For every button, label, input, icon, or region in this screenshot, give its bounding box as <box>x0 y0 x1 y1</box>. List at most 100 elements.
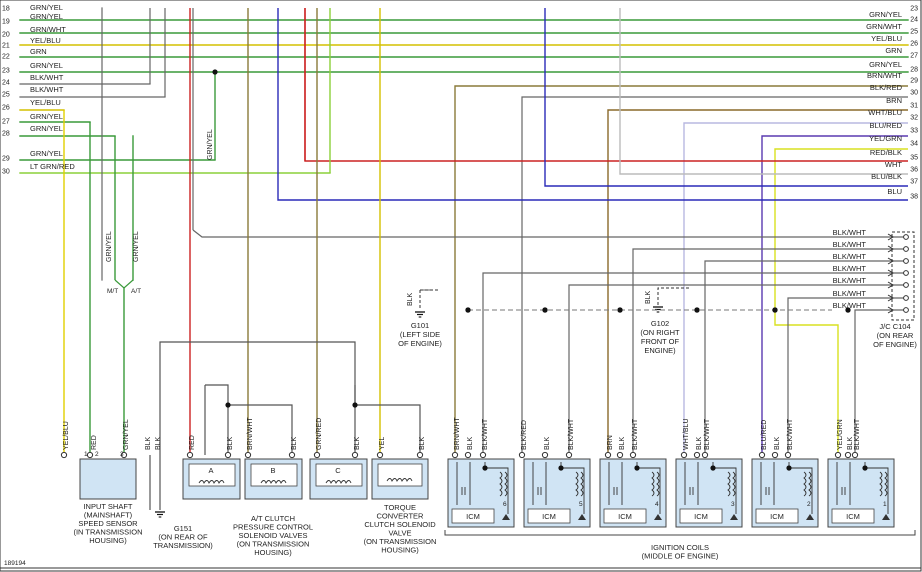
left-pin-number: 26 <box>2 105 10 112</box>
tcc-caption: CONVERTER <box>377 512 425 521</box>
coil-circuit <box>864 462 889 514</box>
right-pin-number: 33 <box>910 128 918 135</box>
coil-wire-label: BLK <box>847 436 854 450</box>
valves-caption: (ON TRANSMISSION <box>237 540 310 549</box>
left-wire-label: BLK/WHT <box>30 73 64 82</box>
left-wire-label: GRN/YEL <box>30 124 63 133</box>
right-pin-number: 38 <box>910 194 918 201</box>
sensor-pin-number: 1 <box>84 451 88 458</box>
wire-yel-grn <box>774 148 908 455</box>
wire-blk-wht-coil <box>854 309 908 455</box>
jc-wire-label: BLK/WHT <box>833 276 867 285</box>
left-pin-number: 20 <box>2 32 10 39</box>
coil-winding <box>732 471 736 497</box>
left-pin-number: 21 <box>2 43 10 50</box>
coil-4-pin <box>784 451 792 459</box>
wire-blk-red <box>521 96 908 455</box>
jc-caption: J/C C104 <box>879 322 910 331</box>
valve_b-letter: B <box>270 466 275 475</box>
coil-wire-label: BRN/WHT <box>454 417 461 450</box>
sensor-wire-label: YEL/BLU <box>63 421 70 450</box>
jc-terminal <box>887 294 894 302</box>
coil-wire-label: BLK <box>544 436 551 450</box>
jc-connector-body <box>891 231 915 321</box>
coil-wire-label: BLK/WHT <box>787 418 794 450</box>
mt-label: M/T <box>107 288 118 295</box>
coil-node <box>710 465 716 471</box>
coil-1-pin <box>518 451 526 459</box>
g151-caption: G151 <box>174 524 192 533</box>
coil-winding <box>499 471 503 497</box>
speed-sensor-caption: INPUT SHAFT <box>83 502 132 511</box>
right-wire-label: GRN/YEL <box>869 60 902 69</box>
right-wire-label: BLU/BLK <box>871 172 902 181</box>
tcc-pin <box>416 451 424 459</box>
coil-winding <box>580 471 584 497</box>
right-pin-number: 28 <box>910 67 918 74</box>
coil-circuit <box>484 462 509 514</box>
wire-blu-red <box>761 135 908 455</box>
speed-sensor-caption: SPEED SENSOR <box>78 519 138 528</box>
coils-caption: IGNITION COILS <box>651 543 709 552</box>
sensor-pin-number: 3 <box>120 451 124 458</box>
coil-wire-label: BLK/WHT <box>568 418 575 450</box>
sensor-pin-number: 2 <box>95 451 99 458</box>
left-wire-label: GRN/YEL <box>30 3 63 12</box>
tcc-caption: HOUSING) <box>381 546 419 555</box>
speed-sensor-caption: (MAINSHAFT) <box>84 511 133 520</box>
valves-caption: A/T CLUTCH <box>251 514 295 523</box>
valve_c-pin <box>313 451 321 459</box>
tcc-caption: (ON TRANSMISSION <box>364 537 437 546</box>
right-wire-label: BLU <box>887 187 902 196</box>
jc-wire-label: BLK/WHT <box>833 264 867 273</box>
splice-dot-valves <box>225 402 231 408</box>
left-wire-label: GRN/YEL <box>30 61 63 70</box>
right-wire-label: BRN <box>886 96 902 105</box>
coil-4-icm: ICM <box>770 512 784 521</box>
right-pin-number: 36 <box>910 167 918 174</box>
coils-bracket <box>444 530 916 536</box>
g101-caption: G101 <box>411 321 429 330</box>
right-pin-number: 24 <box>910 17 918 24</box>
coil-wire-label: BLK/WHT <box>704 418 711 450</box>
tcc-wire-label: BLK <box>419 436 426 450</box>
valve_a-pin <box>224 451 232 459</box>
at-label: A/T <box>131 288 141 295</box>
left-wire-label: GRN <box>30 47 47 56</box>
right-wire-label: YEL/BLU <box>871 34 902 43</box>
coil-diode <box>882 514 890 520</box>
coil-node <box>862 465 868 471</box>
wire-blk-wht-coil <box>704 260 908 455</box>
coil-5-pin <box>844 451 852 459</box>
coil-wire-label: BLK <box>467 436 474 450</box>
left-pin-number: 28 <box>2 131 10 138</box>
coil-4-pin <box>771 451 779 459</box>
valve_a-pin <box>186 451 194 459</box>
speed-sensor-pin <box>86 451 94 459</box>
jc-pin <box>903 307 909 313</box>
valve_b-pin <box>288 451 296 459</box>
coil-4-number: 2 <box>807 501 811 508</box>
coil-wire-label: BLK <box>696 436 703 450</box>
jc-pin <box>903 270 909 276</box>
left-pin-number: 22 <box>2 54 10 61</box>
left-wire-label: GRN/YEL <box>30 12 63 21</box>
g102-dash <box>657 287 690 305</box>
left-wire-label: GRN/WHT <box>30 25 66 34</box>
sensor-wire-label: RED <box>91 435 98 450</box>
coil-1-pin <box>565 451 573 459</box>
jc-wire-label: BLK/WHT <box>833 289 867 298</box>
wire-red-blk <box>304 8 908 162</box>
coil-1-icm-box <box>527 508 571 524</box>
coil-1-icm: ICM <box>542 512 556 521</box>
coil-ground-dot <box>772 307 778 313</box>
coil-wire-label: WHT/BLU <box>683 419 690 451</box>
wire-wht-blu <box>683 122 908 455</box>
blk-label: BLK <box>155 436 162 450</box>
coil-diode <box>730 514 738 520</box>
coil-wire-label: BLK <box>619 436 626 450</box>
jc-pin <box>903 246 909 252</box>
g101-caption: OF ENGINE) <box>398 339 442 348</box>
coil-winding <box>575 471 579 497</box>
